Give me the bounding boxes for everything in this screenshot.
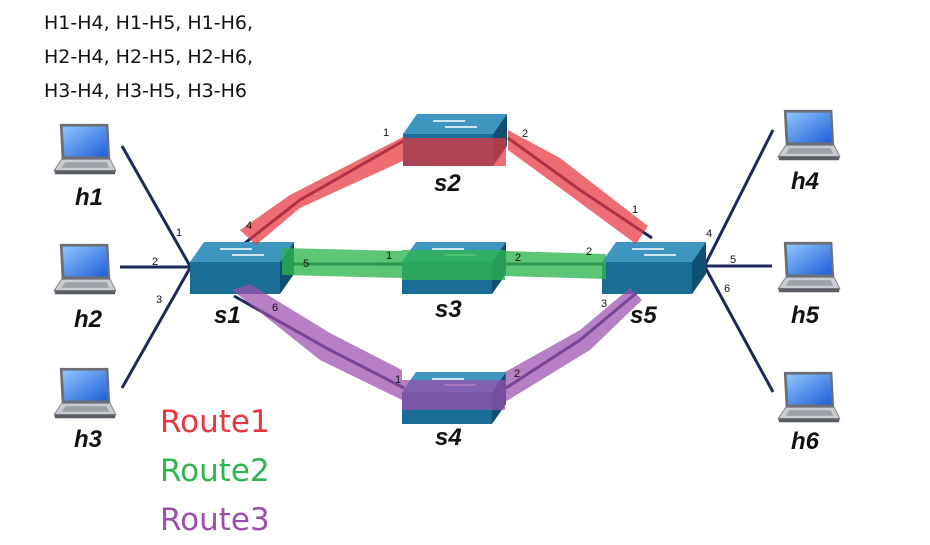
- laptop-icon-h5: [777, 241, 841, 293]
- switch-label-s4: s4: [435, 424, 462, 451]
- switch-label-s3: s3: [435, 296, 462, 323]
- route2-highlight: [282, 248, 606, 280]
- port-s5-s3: 2: [586, 246, 593, 258]
- port-s5-s4: 3: [601, 298, 608, 310]
- port-s1-h3: 3: [156, 294, 163, 306]
- port-s5-h6: 6: [724, 283, 731, 295]
- switch-s5: [602, 242, 706, 294]
- legend-route2: Route2: [160, 453, 270, 489]
- port-s3-s1: 1: [386, 250, 393, 262]
- host-label-h6: h6: [791, 428, 820, 455]
- laptop-icon-h2: [53, 243, 117, 295]
- laptop-icon-h4: [777, 109, 841, 161]
- switch-label-s1: s1: [214, 302, 241, 329]
- host-label-h5: h5: [791, 302, 820, 329]
- port-s5-h4: 4: [706, 228, 713, 240]
- host-label-h1: h1: [75, 184, 104, 211]
- laptop-icon-h3: [53, 367, 117, 419]
- link-s5-h4: [703, 129, 775, 266]
- port-s1-h1: 1: [176, 227, 183, 239]
- laptop-icon-h1: [53, 123, 117, 175]
- route3-highlight: [232, 284, 642, 410]
- port-s2-s1: 1: [383, 127, 390, 139]
- port-s3-s5: 2: [515, 252, 522, 264]
- route-legend: Route1 Route2 Route3: [160, 398, 270, 545]
- link-s5-h6: [703, 266, 775, 393]
- legend-route1: Route1: [160, 404, 270, 440]
- host-pairs-list: H1-H4, H1-H5, H1-H6, H2-H4, H2-H5, H2-H6…: [44, 6, 253, 108]
- host-label-h4: h4: [791, 168, 820, 195]
- host-pairs-line-1: H1-H4, H1-H5, H1-H6,: [44, 12, 254, 34]
- legend-route3: Route3: [160, 502, 270, 538]
- port-s1-h2: 2: [152, 256, 159, 268]
- host-label-h3: h3: [74, 426, 103, 453]
- switch-label-s5: s5: [630, 302, 657, 329]
- host-links: [120, 129, 775, 393]
- port-s1-s4: 6: [272, 302, 279, 314]
- port-s1-s2: 4: [246, 220, 253, 232]
- port-s1-s3: 5: [303, 258, 310, 270]
- port-s5-h5: 5: [730, 254, 737, 266]
- host-pairs-line-3: H3-H4, H3-H5, H3-H6: [44, 80, 247, 102]
- port-s5-s2: 1: [632, 204, 639, 216]
- switch-label-s2: s2: [434, 170, 461, 197]
- port-s4-s5: 2: [514, 368, 521, 380]
- port-s4-s1: 1: [395, 374, 402, 386]
- link-h1-s1: [120, 145, 192, 267]
- route1-highlight: [240, 130, 648, 245]
- host-label-h2: h2: [74, 306, 103, 333]
- laptop-icon-h6: [777, 371, 841, 423]
- port-s2-s5: 2: [522, 128, 529, 140]
- host-pairs-line-2: H2-H4, H2-H5, H2-H6,: [44, 46, 254, 68]
- link-h3-s1: [120, 267, 192, 389]
- switch-s1: [190, 242, 294, 294]
